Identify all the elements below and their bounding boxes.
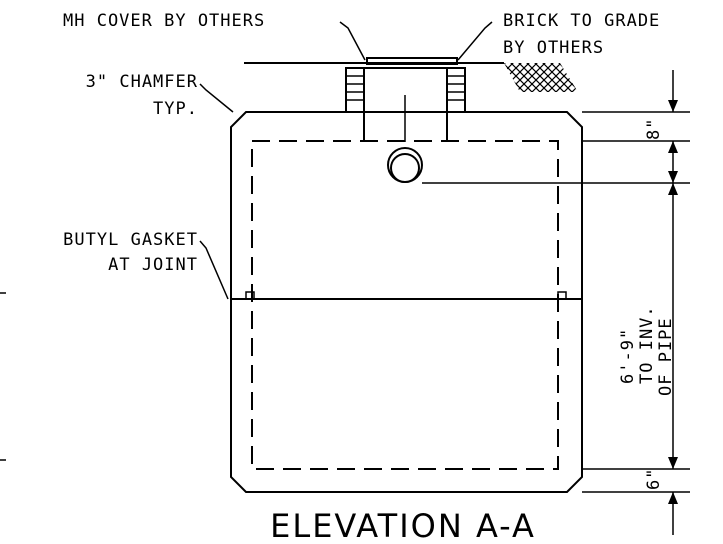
dim-arrow	[668, 457, 678, 469]
label-gasket-2: AT JOINT	[108, 255, 198, 275]
dim-arrow	[668, 171, 678, 183]
label-mh-cover: MH COVER BY OTHERS	[63, 11, 265, 31]
gasket-right	[557, 291, 567, 300]
leader-gasket	[199, 240, 229, 300]
label-chamfer-1: 3" CHAMFER	[86, 72, 198, 92]
dim-arrow	[668, 183, 678, 195]
leader-mh-cover	[339, 21, 366, 61]
leader-chamfer	[199, 83, 234, 113]
dim-top-text: 8"	[644, 118, 664, 140]
dim-arrow	[668, 100, 678, 112]
pipe	[387, 147, 423, 183]
dim-middle-text-3: OF PIPE	[656, 317, 676, 396]
drawing-title: ELEVATION A-A	[270, 507, 536, 544]
dim-arrow	[668, 141, 678, 153]
dim-middle-text-1: 6'-9"	[618, 328, 638, 384]
label-brick-1: BRICK TO GRADE	[503, 11, 660, 31]
dim-arrow	[668, 492, 678, 504]
mh-cover	[366, 57, 458, 65]
label-brick-2: BY OTHERS	[503, 38, 604, 58]
inner-wall-dashed	[251, 140, 559, 470]
manhole-structure	[230, 111, 583, 493]
dim-bottom-text: 6"	[644, 468, 664, 490]
brick-courses-right	[446, 67, 466, 113]
label-chamfer-2: TYP.	[153, 99, 198, 119]
earth-hatch	[504, 63, 578, 92]
gasket-left	[245, 291, 255, 300]
dim-middle-text-2: TO INV.	[637, 305, 657, 384]
leader-brick	[457, 21, 493, 61]
brick-courses-left	[345, 67, 365, 113]
label-gasket-1: BUTYL GASKET	[63, 230, 198, 250]
